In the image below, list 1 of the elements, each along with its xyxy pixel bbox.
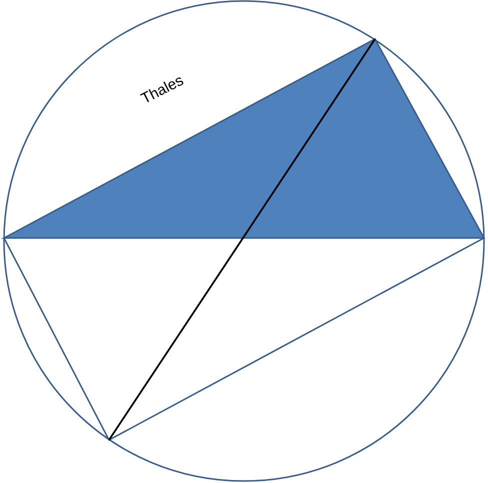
figure-label: Thales	[140, 78, 184, 102]
